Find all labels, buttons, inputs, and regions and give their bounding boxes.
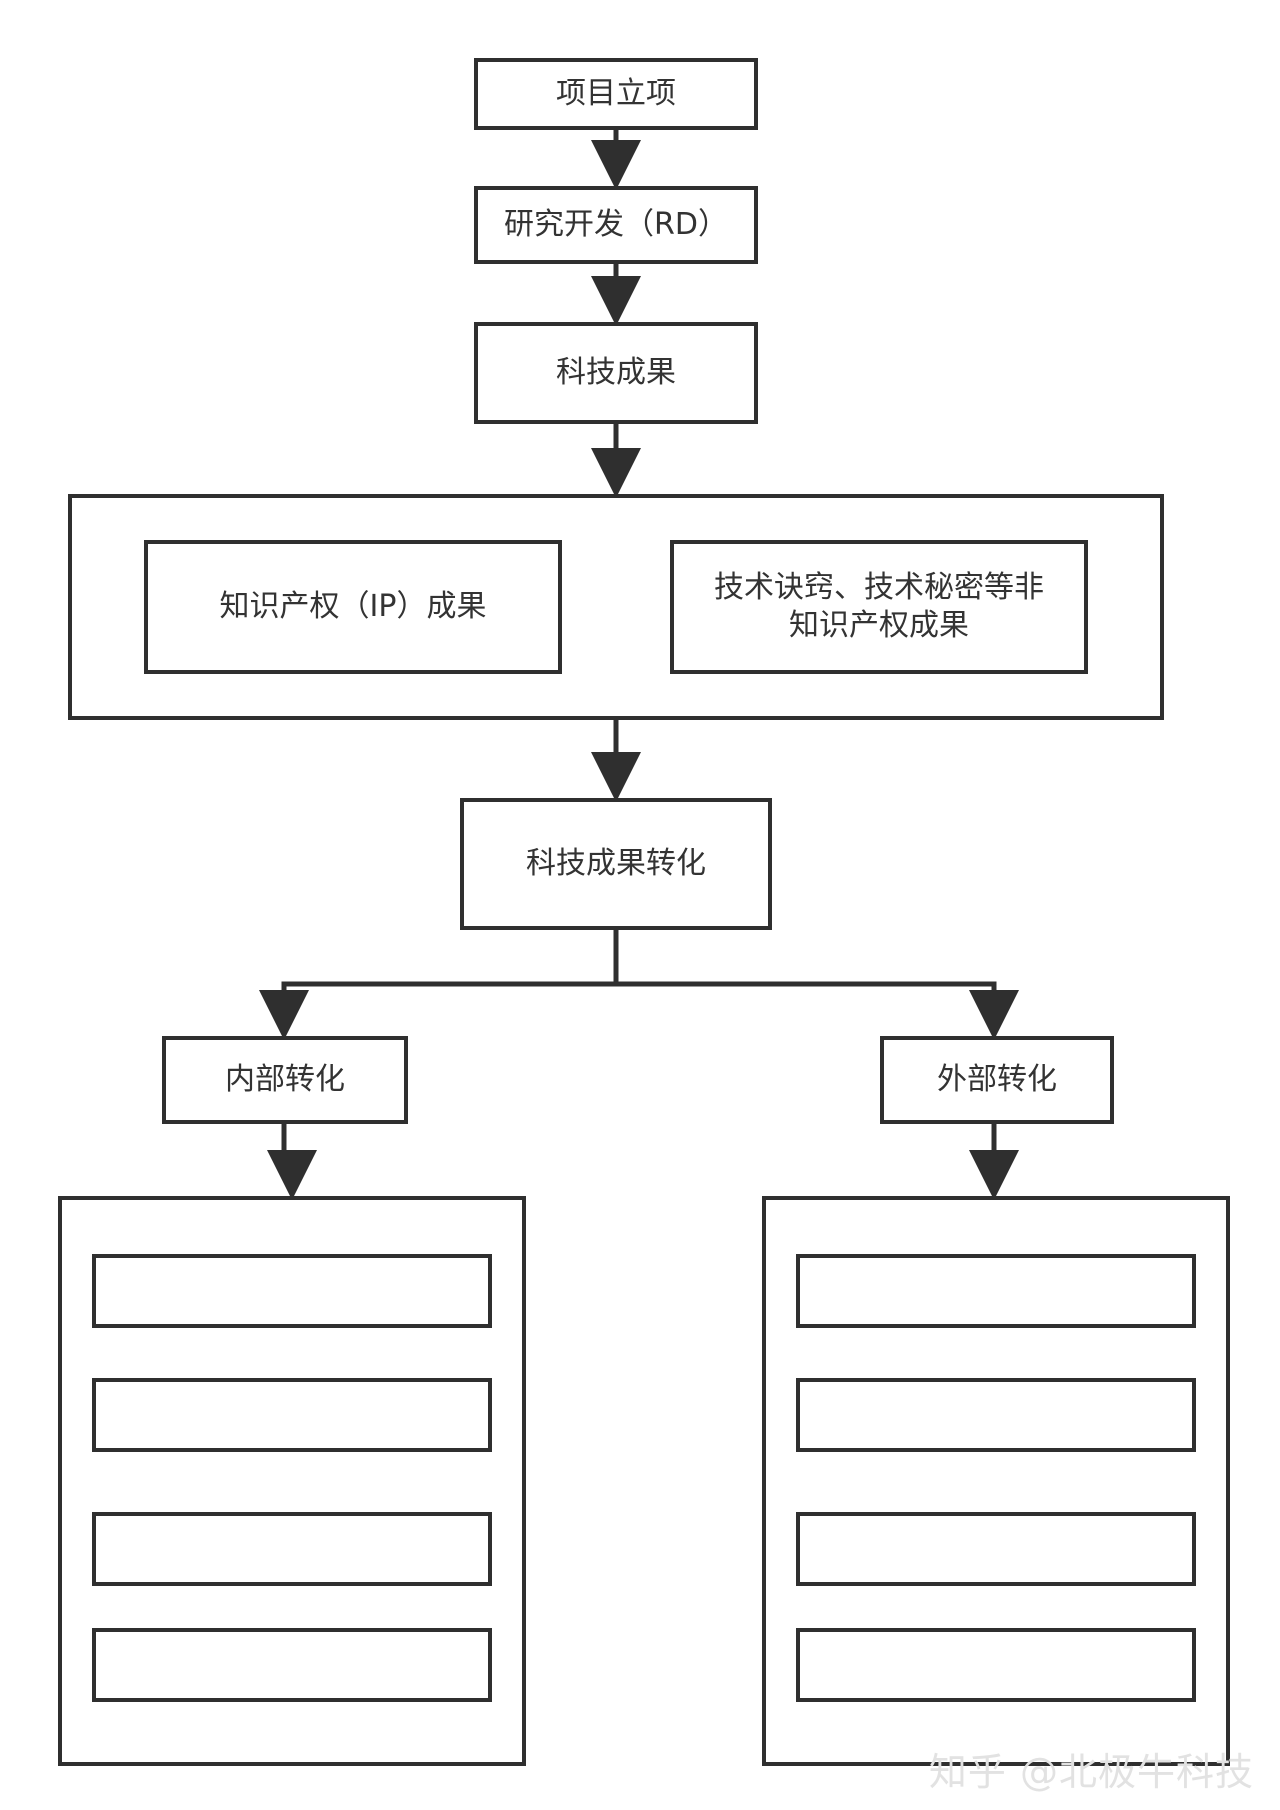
node-transformation: 科技成果转化 [460,798,772,930]
edge-transformation-split [259,930,619,1040]
watermark-text: 知乎 @北极牛科技 [928,1750,1254,1794]
external-item [796,1628,1196,1702]
node-external-transformation: 外部转化 [880,1036,1114,1124]
internal-item [92,1378,492,1452]
edge-transformation-to-external [616,981,1019,1040]
node-non-ip-achievement: 技术诀窍、技术秘密等非知识产权成果 [670,540,1088,674]
internal-item [92,1254,492,1328]
node-ip-achievement: 知识产权（IP）成果 [144,540,562,674]
node-research-development: 研究开发（RD） [474,186,758,264]
edge-internal-to-group [267,1124,317,1200]
external-item [796,1378,1196,1452]
node-project-setup: 项目立项 [474,58,758,130]
node-internal-transformation: 内部转化 [162,1036,408,1124]
internal-item [92,1512,492,1586]
node-tech-achievement: 科技成果 [474,322,758,424]
external-item [796,1512,1196,1586]
external-item [796,1254,1196,1328]
internal-item [92,1628,492,1702]
